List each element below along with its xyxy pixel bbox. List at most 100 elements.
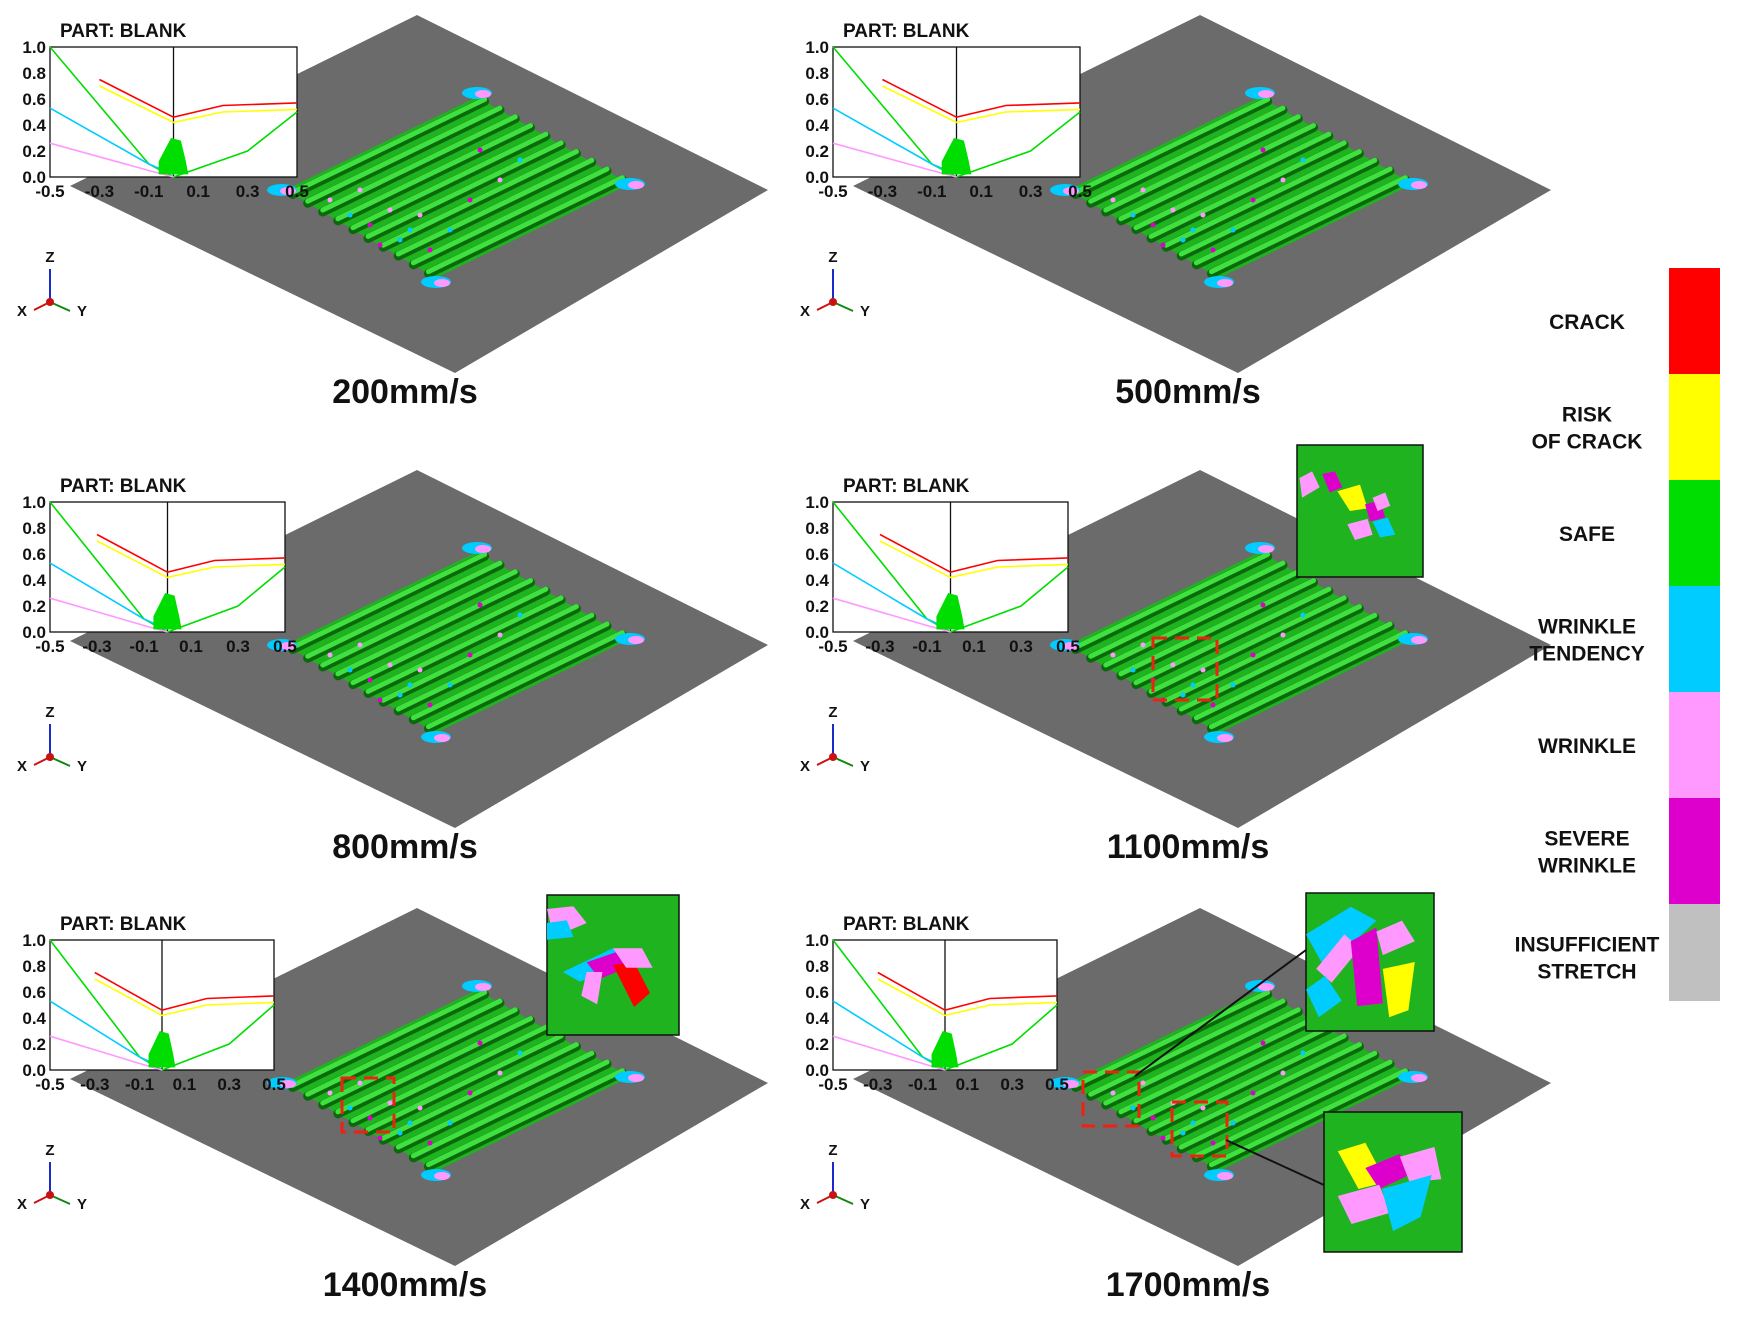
defect-marker [1300,1050,1306,1056]
legend-label: SAFE [1559,523,1615,546]
element-patch [581,972,603,1005]
flc-x-tick: -0.5 [818,1075,847,1094]
pleat-highlight [290,96,488,195]
strain-cloud [158,138,189,175]
corner-wrinkle [434,734,450,742]
flc-curve [832,597,951,633]
zoom-inset-1700-upper [1305,892,1435,1032]
defect-marker [467,652,473,658]
defect-marker [417,1105,423,1111]
pleat-highlight [425,175,625,275]
legend-swatch [1669,586,1720,692]
flc-x-tick: 0.1 [956,1075,980,1094]
defect-marker [477,147,483,153]
flc-curve [96,533,286,574]
legend-label: WRINKLE [1538,855,1636,878]
flc-y-tick: 1.0 [805,931,829,950]
legend-label: INSUFFICIENT [1515,934,1660,957]
flc-x-tick: 0.3 [236,182,260,201]
flc-x-tick: 0.3 [1009,637,1033,656]
flc-x-tick: -0.3 [85,182,114,201]
pleat-highlight [1208,175,1408,275]
defect-marker [1300,157,1306,163]
triad-origin [46,298,54,306]
pleat-highlight [1073,989,1271,1088]
flc-x-tick: -0.3 [80,1075,109,1094]
defect-marker [377,1135,383,1141]
pleat-highlight [1148,595,1347,694]
defect-marker [387,207,393,213]
defect-marker [1280,1070,1286,1076]
defect-marker [427,247,433,253]
flc-x-tick: -0.3 [863,1075,892,1094]
triad-y-label: Y [860,303,870,320]
flc-curve [879,533,1069,574]
pleat-highlight [305,560,503,659]
corner-wrinkle [1411,636,1427,644]
corner-wrinkle [628,636,644,644]
triad-x-label: X [17,1196,27,1213]
defect-marker [347,212,353,218]
defect-marker [377,242,383,248]
defect-marker [1250,652,1256,658]
pleat-highlight [1208,630,1408,730]
triad-x-label: X [17,303,27,320]
legend-label: WRINKLE [1538,735,1636,758]
pleat-highlight [365,595,564,694]
corner-wrinkle [475,983,491,991]
corner-wrinkle [1411,1074,1427,1082]
element-patch [1316,934,1360,983]
flc-curve [167,566,286,633]
pleat-highlight [350,586,549,686]
flc-y-tick: 0.8 [22,64,46,83]
flc-curve [99,85,298,124]
defect-marker [1250,1090,1256,1096]
defect-marker [1130,1105,1136,1111]
corner-wrinkle [1063,642,1079,650]
defect-marker [1210,702,1216,708]
legend-swatch [1669,904,1720,1001]
pleat-highlight [1103,569,1301,668]
pleat-highlight [1163,1042,1362,1141]
pleat-highlight [1073,551,1271,650]
pleat-highlight [1103,114,1301,213]
defect-marker [357,1080,363,1086]
flc-y-tick: 0.6 [22,545,46,564]
corner-wrinkle [1258,545,1274,553]
defect-marker [1160,1135,1166,1141]
flc-y-tick: 0.4 [22,116,46,135]
flc-y-tick: 0.2 [22,597,46,616]
defect-marker [517,157,523,163]
legend-swatch [1669,480,1720,586]
flc-curve [877,971,1058,1012]
corner-wrinkle [475,545,491,553]
pleat-highlight [320,114,518,213]
defect-marker [1170,662,1176,668]
pleat-highlight [395,612,595,712]
flc-y-tick: 0.4 [805,571,829,590]
defect-marker [1280,632,1286,638]
pleat-highlight [1133,1024,1332,1124]
defect-marker [497,632,503,638]
element-patch [1376,920,1415,956]
flc-y-tick: 0.6 [805,90,829,109]
zoom-inset-1400 [546,894,680,1036]
pleat-highlight [320,569,518,668]
legend-label: SEVERE [1544,828,1629,851]
flc-y-tick: 1.0 [22,931,46,950]
corner-wrinkle [628,1074,644,1082]
pleat-highlight [335,1015,534,1115]
corner-wrinkle [1411,181,1427,189]
strain-cloud [153,593,182,630]
legend-swatch [1669,692,1720,798]
pleat-highlight [1088,998,1286,1097]
triad-y-label: Y [860,1196,870,1213]
triad-x-label: X [17,758,27,775]
flc-x-tick: -0.1 [134,182,163,201]
flc-x-tick: 0.3 [226,637,250,656]
triad-origin [829,1191,837,1199]
